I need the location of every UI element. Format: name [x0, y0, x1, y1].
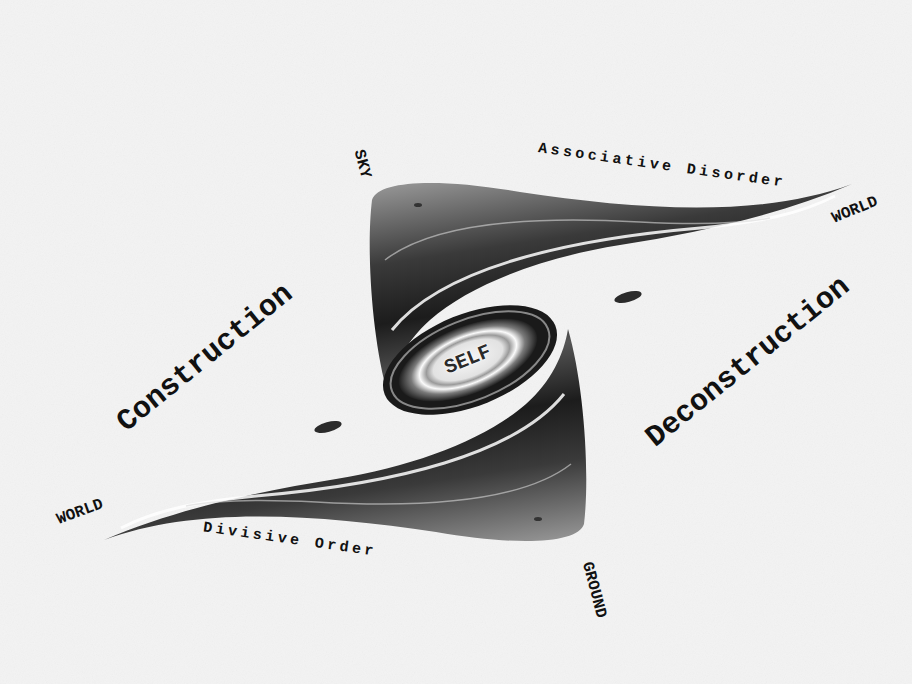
center-ring-line — [377, 291, 563, 428]
ellipse-shape — [387, 301, 548, 418]
center-ring — [367, 283, 572, 437]
